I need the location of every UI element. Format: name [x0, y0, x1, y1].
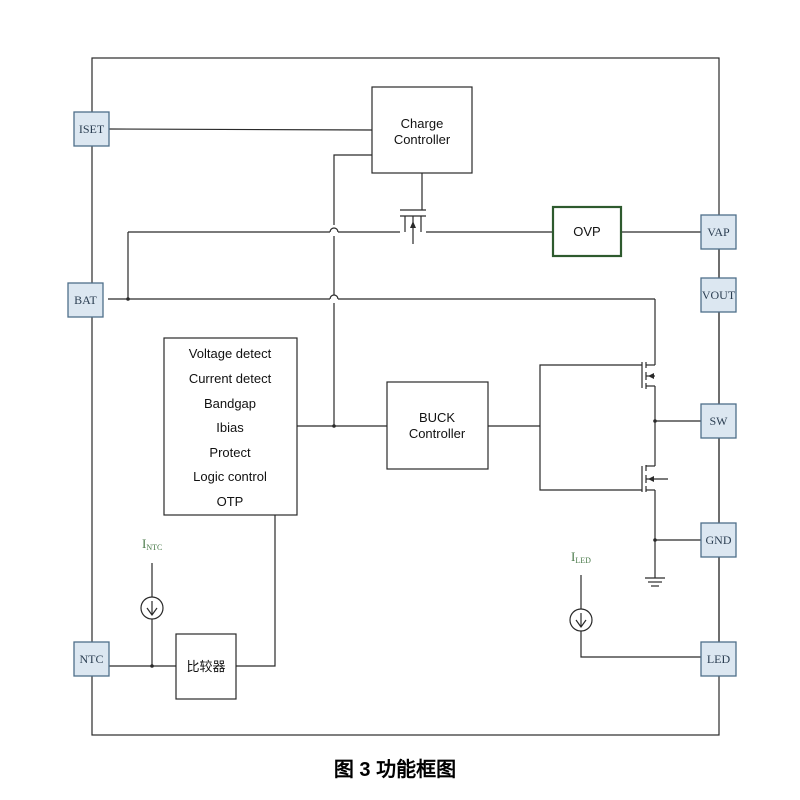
svg-text:GND: GND: [706, 533, 732, 547]
svg-text:OVP: OVP: [573, 224, 600, 239]
function-item: OTP: [217, 494, 244, 509]
svg-text:NTC: NTC: [80, 652, 104, 666]
iled-label: ILED: [571, 549, 591, 565]
ground-icon: [645, 577, 665, 587]
current-source-led-icon: [569, 608, 593, 632]
function-item: Logic control: [193, 469, 267, 484]
charge-controller-block: Charge Controller: [371, 86, 473, 174]
svg-text:SW: SW: [710, 414, 729, 428]
function-item: Current detect: [189, 371, 272, 386]
svg-text:ISET: ISET: [79, 122, 105, 136]
figure-caption: 图 3 功能框图: [334, 757, 456, 781]
function-item: Protect: [209, 445, 251, 460]
pin-vap: VAP: [700, 214, 737, 250]
svg-text:Controller: Controller: [394, 132, 451, 147]
function-block: Voltage detect Current detect Bandgap Ib…: [163, 337, 298, 516]
buck-controller-block: BUCK Controller: [386, 381, 489, 470]
svg-text:BAT: BAT: [74, 293, 97, 307]
pin-gnd: GND: [700, 522, 737, 558]
svg-text:VAP: VAP: [707, 225, 730, 239]
svg-text:Controller: Controller: [409, 426, 466, 441]
svg-text:Charge: Charge: [401, 116, 444, 131]
function-item: Ibias: [216, 420, 244, 435]
pin-ntc: NTC: [73, 641, 110, 677]
comparator-block: 比较器: [175, 633, 237, 700]
pass-transistor-icon: [400, 209, 426, 244]
ovp-block: OVP: [551, 205, 623, 258]
function-item: Voltage detect: [189, 346, 272, 361]
function-item: Bandgap: [204, 396, 256, 411]
wires: [107, 128, 720, 667]
svg-text:LED: LED: [707, 652, 731, 666]
current-source-ntc-icon: [140, 596, 164, 620]
intc-label: INTC: [142, 536, 162, 552]
pin-led: LED: [700, 641, 737, 677]
high-side-mosfet-icon: [641, 362, 655, 389]
low-side-mosfet-icon: [641, 465, 668, 492]
pin-iset: ISET: [73, 111, 110, 147]
svg-text:VOUT: VOUT: [702, 288, 736, 302]
junctions: [126, 297, 657, 668]
pin-bat: BAT: [67, 282, 104, 318]
pin-sw: SW: [700, 403, 737, 439]
svg-text:BUCK: BUCK: [419, 410, 455, 425]
svg-text:比较器: 比较器: [186, 659, 225, 674]
driver-box: [539, 364, 642, 491]
pin-vout: VOUT: [700, 277, 737, 313]
